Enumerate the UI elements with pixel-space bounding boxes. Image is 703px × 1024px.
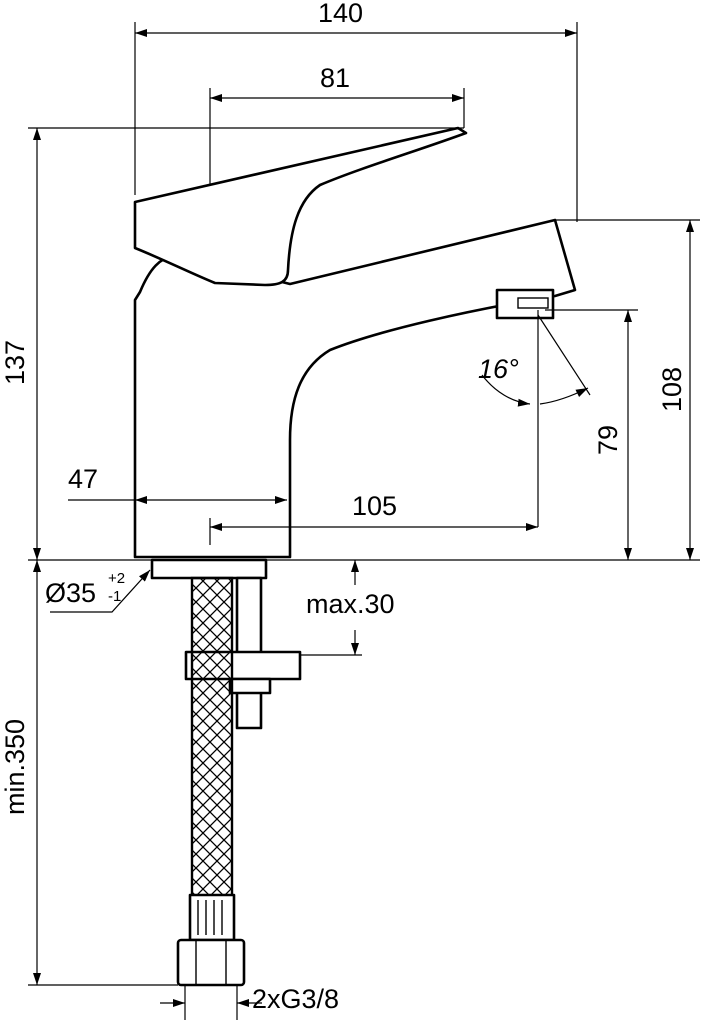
dim-spray-angle: 16° [478,354,519,384]
dim-overall-width: 140 [318,0,363,28]
dim-lever-length: 81 [320,63,350,93]
dim-body-width: 47 [68,464,98,494]
dim-spout-height: 108 [657,367,687,412]
dim-base-tol-minus: -1 [108,588,121,605]
hose-ferrule [188,893,236,942]
dim-projection: 105 [352,491,397,521]
mounting-assembly [150,558,302,987]
dim-base-diameter: Ø35 [45,578,96,608]
faucet-outline [133,126,577,559]
flexible-hose [190,576,234,940]
dim-base-tol-plus: +2 [108,570,125,587]
hex-nut [176,938,246,987]
dim-hose-length: min.350 [0,719,30,815]
fixing-nut [228,677,272,695]
aerator-inner [517,297,549,309]
dimension-lines [28,22,700,1020]
dim-overall-height: 137 [0,340,30,385]
dim-connection: 2xG3/8 [252,984,339,1014]
lever-handle [133,126,468,287]
dim-max-thickness: max.30 [306,589,395,619]
dim-outlet-height: 79 [593,425,623,455]
aerator [495,288,555,320]
